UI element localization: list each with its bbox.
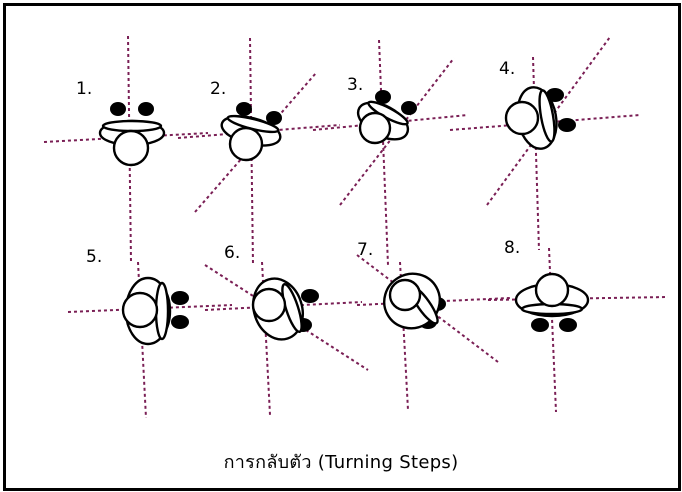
step-1-left-foot-icon [110, 102, 126, 116]
step-7-label: 7. [357, 240, 373, 260]
step-6-top-foot-icon [301, 289, 319, 303]
step-1-arm-band-icon [101, 119, 163, 133]
step-3-right-foot-icon [401, 101, 417, 115]
step-1: 1. [43, 35, 209, 263]
step-3-head-icon [358, 111, 392, 145]
step-7-figure [383, 272, 446, 330]
step-5-figure [121, 276, 189, 346]
step-3-diagonal-guide [339, 57, 455, 206]
step-4-horizontal-guide [449, 114, 641, 131]
step-4-vertical-guide [532, 56, 540, 251]
step-1-label: 1. [76, 79, 92, 99]
step-6-figure [251, 277, 319, 341]
step-8-right-foot-icon [559, 318, 577, 332]
step-8-head-icon [534, 272, 570, 308]
figure-frame [3, 3, 681, 491]
step-6: 6. [204, 243, 369, 416]
step-7-head-icon [388, 278, 422, 312]
step-2-left-foot-icon [236, 102, 252, 116]
step-5-bottom-foot-icon [171, 315, 189, 329]
step-1-vertical-guide [127, 35, 132, 263]
step-2-label: 2. [210, 79, 226, 99]
step-2-right-foot-icon [266, 111, 282, 125]
step-8-label: 8. [504, 238, 520, 258]
step-2-vertical-guide [249, 37, 254, 266]
step-3-horizontal-guide [312, 114, 469, 131]
step-4-bottom-foot-icon [558, 118, 576, 132]
step-4: 4. [449, 36, 641, 251]
step-2: 2. [177, 37, 341, 266]
step-3-figure [356, 90, 417, 145]
step-5-head-icon [121, 291, 159, 329]
step-4-arm-band-icon [538, 89, 556, 143]
step-6-label: 6. [224, 243, 240, 263]
step-3-vertical-guide [378, 39, 389, 266]
step-3-left-foot-icon [375, 90, 391, 104]
step-5-label: 5. [86, 247, 102, 267]
step-3: 3. [312, 39, 469, 266]
step-1-right-foot-icon [138, 102, 154, 116]
step-4-figure [504, 86, 576, 150]
step-6-arm-band-icon [281, 282, 303, 334]
step-4-label: 4. [499, 59, 515, 79]
step-1-head-icon [112, 129, 150, 167]
step-8-left-foot-icon [531, 318, 549, 332]
step-5-top-foot-icon [171, 291, 189, 305]
step-2-head-icon [228, 126, 264, 162]
step-8-vertical-guide [548, 247, 557, 413]
figure-caption: การกลับตัว (Turning Steps) [223, 452, 459, 473]
step-5: 5. [67, 247, 233, 419]
step-2-figure [220, 102, 282, 162]
step-7: 7. [356, 240, 511, 411]
step-4-head-icon [504, 100, 540, 136]
step-8-figure [514, 272, 590, 332]
step-3-label: 3. [347, 75, 363, 95]
step-1-figure [98, 102, 166, 167]
step-6-head-icon [251, 287, 287, 323]
step-7-horizontal-guide [356, 297, 511, 306]
step-8: 8. [487, 238, 669, 413]
